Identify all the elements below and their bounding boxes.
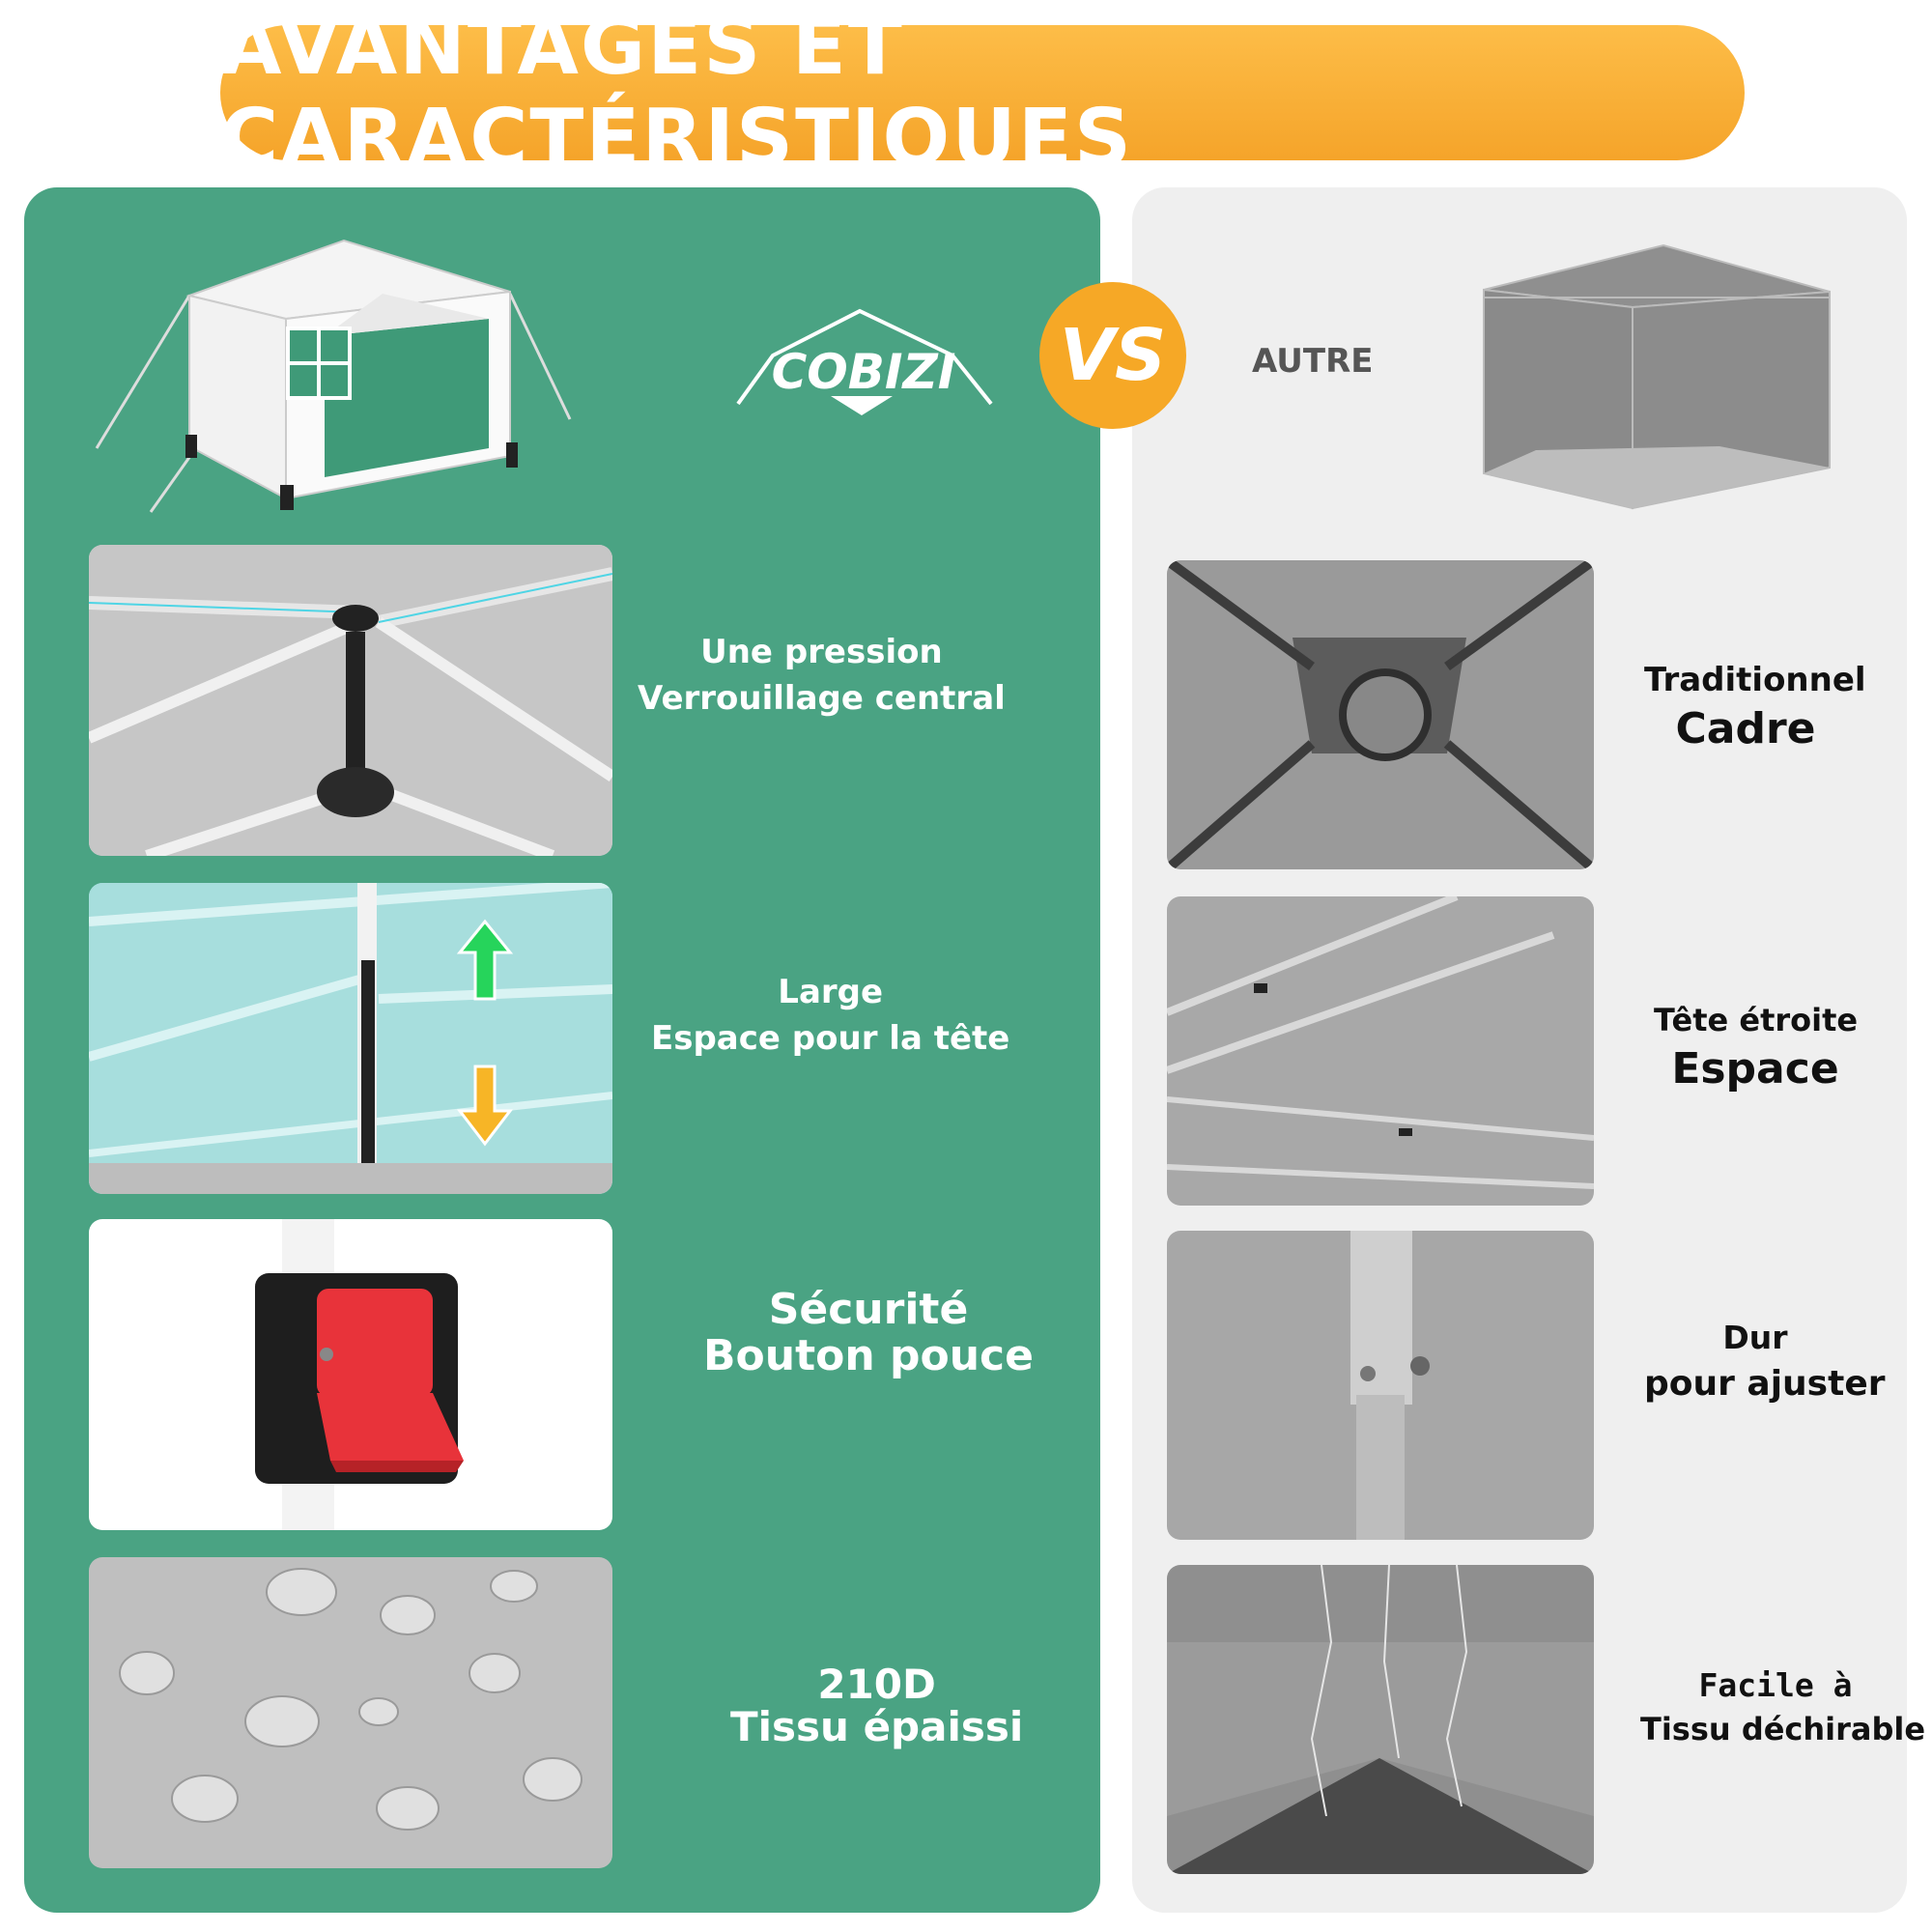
feature-2-line1: Large: [778, 973, 884, 1011]
down-arrow-icon: [456, 1065, 514, 1147]
cobizi-tent-image: [95, 239, 572, 513]
feature-4-line1: 210D: [817, 1661, 936, 1708]
feature-label-3: Sécurité Bouton pouce: [703, 1285, 1034, 1381]
thumb-button-icon: [317, 1393, 464, 1461]
other-1-line2: Cadre: [1675, 704, 1816, 754]
central-lock-image: [89, 545, 612, 856]
other-2-line1: Tête étroite: [1654, 1002, 1859, 1038]
other-label: AUTRE: [1252, 342, 1374, 381]
feature-4-line2: Tissu épaissi: [730, 1703, 1024, 1751]
other-label-2: Tête étroite Espace: [1654, 1001, 1859, 1096]
headroom-image: [89, 883, 612, 1194]
vs-badge: VS: [1039, 282, 1186, 429]
hard-adjust-image: [1167, 1231, 1594, 1540]
other-label-3: Dur pour ajuster: [1644, 1316, 1886, 1409]
feature-label-2: Large Espace pour la tête: [651, 970, 1009, 1062]
tearable-fabric-image: [1167, 1565, 1594, 1874]
logo-text: COBIZI: [772, 344, 956, 400]
other-label-4: Facile à Tissu déchirable: [1640, 1663, 1926, 1751]
page-title: AVANTAGES ET CARACTÉRISTIQUES: [220, 1, 1133, 185]
other-1-line1: Traditionnel: [1644, 661, 1866, 699]
feature-2-line2: Espace pour la tête: [651, 1018, 1010, 1058]
thumb-button-image: [89, 1219, 612, 1530]
cobizi-logo: COBIZI: [736, 308, 993, 415]
other-tent-image: [1483, 243, 1831, 510]
other-2-line2: Espace: [1671, 1043, 1839, 1094]
other-label-1: Traditionnel Cadre: [1644, 659, 1866, 756]
feature-label-1: Une pression Verrouillage central: [638, 630, 1006, 722]
traditional-frame-image: [1167, 560, 1594, 869]
feature-1-line2: Verrouillage central: [638, 678, 1006, 718]
feature-3-line1: Sécurité: [768, 1285, 969, 1334]
feature-label-4: 210D Tissu épaissi: [730, 1661, 1024, 1751]
other-4-line1: Facile à: [1698, 1666, 1853, 1704]
up-arrow-icon: [456, 919, 514, 1001]
other-3-line1: Dur: [1722, 1319, 1788, 1356]
header-banner: AVANTAGES ET CARACTÉRISTIQUES: [220, 1, 1745, 185]
feature-1-line1: Une pression: [700, 633, 943, 671]
other-4-line2: Tissu déchirable: [1640, 1711, 1926, 1748]
feature-3-line2: Bouton pouce: [703, 1331, 1034, 1381]
narrow-headroom-image: [1167, 896, 1594, 1206]
fabric-image: [89, 1557, 612, 1868]
vs-text: VS: [1059, 314, 1167, 397]
other-3-line2: pour ajuster: [1644, 1364, 1886, 1405]
